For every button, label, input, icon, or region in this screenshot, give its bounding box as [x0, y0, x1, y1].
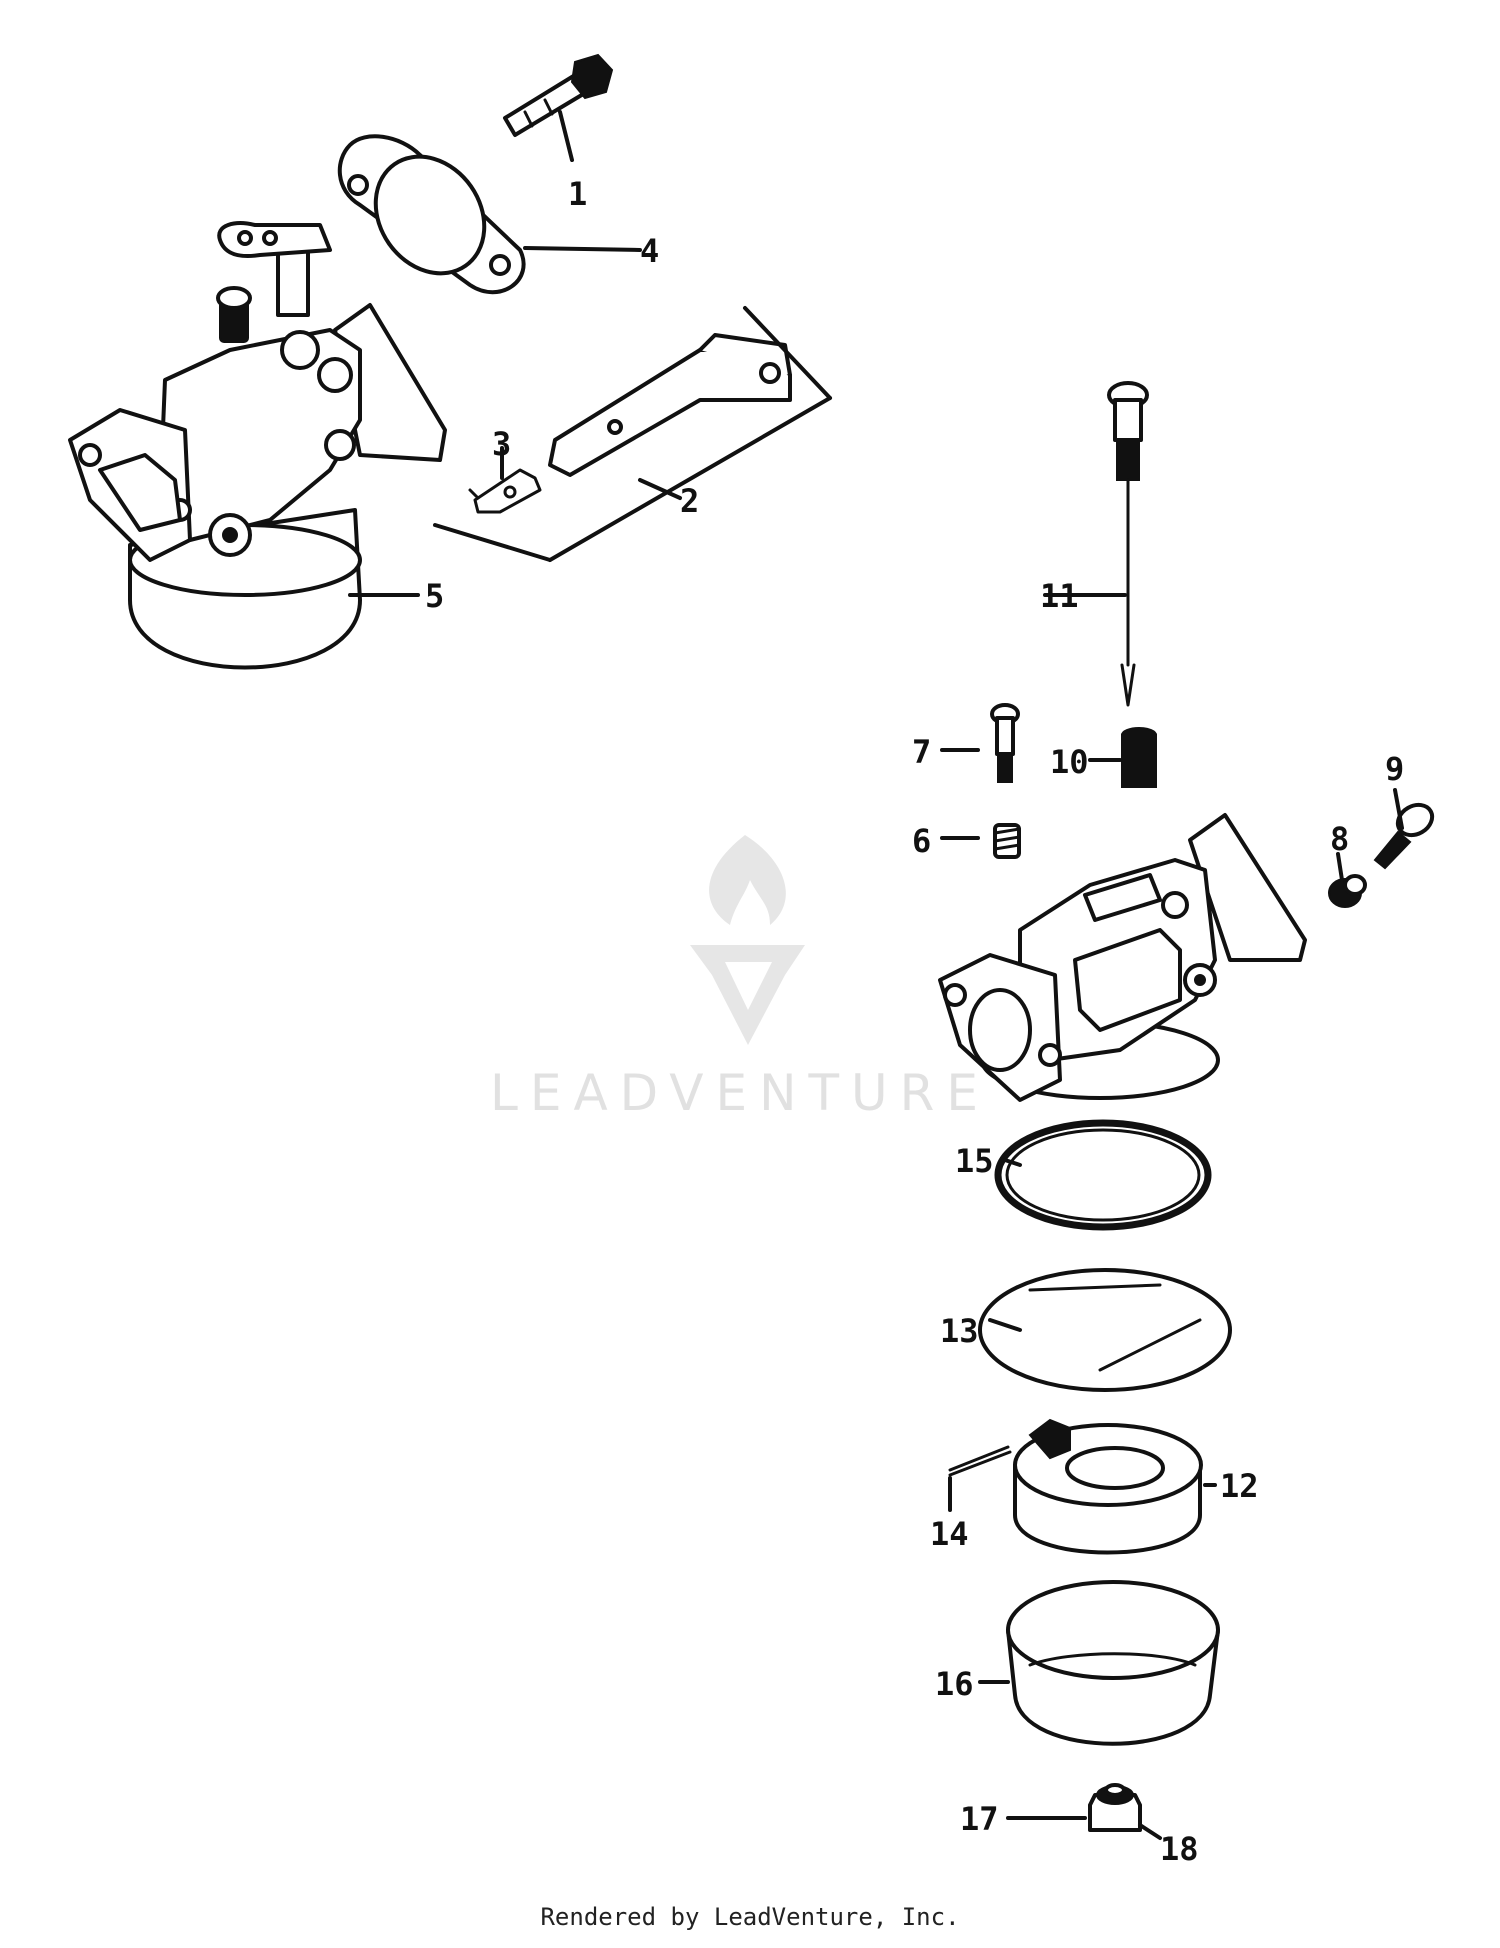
- callout-5: 5: [425, 577, 444, 615]
- part-pin: [948, 1445, 1012, 1477]
- part-idle-screw: [1373, 802, 1435, 870]
- part-plug: [1328, 874, 1367, 908]
- part-drain-nut: [1088, 1783, 1142, 1832]
- part-bowl: [1006, 1580, 1220, 1746]
- callout-4: 4: [640, 232, 659, 270]
- part-screw: [990, 703, 1020, 783]
- callout-3: 3: [492, 425, 511, 463]
- watermark-logo: [690, 835, 805, 1045]
- callout-16: 16: [935, 1665, 974, 1703]
- callout-13: 13: [940, 1312, 979, 1350]
- callout-17: 17: [960, 1800, 999, 1838]
- callout-11: 11: [1040, 577, 1079, 615]
- watermark-text: LEADVENTURE: [490, 1064, 990, 1122]
- callout-2: 2: [680, 482, 699, 520]
- part-clip: [468, 468, 542, 514]
- callout-14: 14: [930, 1515, 969, 1553]
- callout-labels: 1 4 3 2 5 11 7 10 9 8 6 15 13 12 14 16 1…: [425, 175, 1404, 1868]
- callout-12: 12: [1220, 1467, 1259, 1505]
- part-needle-valve: [1107, 381, 1149, 707]
- part-bolt: [503, 53, 614, 137]
- callout-8: 8: [1330, 820, 1349, 858]
- callout-1: 1: [568, 175, 587, 213]
- part-diaphragm: [978, 1268, 1232, 1392]
- leader-lines: [348, 110, 1404, 1840]
- part-bracket: [433, 306, 832, 562]
- callout-9: 9: [1385, 750, 1404, 788]
- part-spring: [993, 823, 1021, 859]
- part-gasket: [337, 134, 526, 295]
- part-float: [1013, 1418, 1203, 1555]
- callout-10: 10: [1050, 743, 1089, 781]
- callout-18: 18: [1160, 1830, 1199, 1868]
- callout-6: 6: [912, 822, 931, 860]
- part-carburetor-assembly: [68, 221, 447, 670]
- callout-15: 15: [955, 1142, 994, 1180]
- part-o-ring: [994, 1119, 1212, 1231]
- part-seat: [1121, 727, 1157, 788]
- part-carburetor-body: [938, 813, 1307, 1102]
- footer-credit: Rendered by LeadVenture, Inc.: [540, 1903, 959, 1931]
- callout-7: 7: [912, 733, 931, 771]
